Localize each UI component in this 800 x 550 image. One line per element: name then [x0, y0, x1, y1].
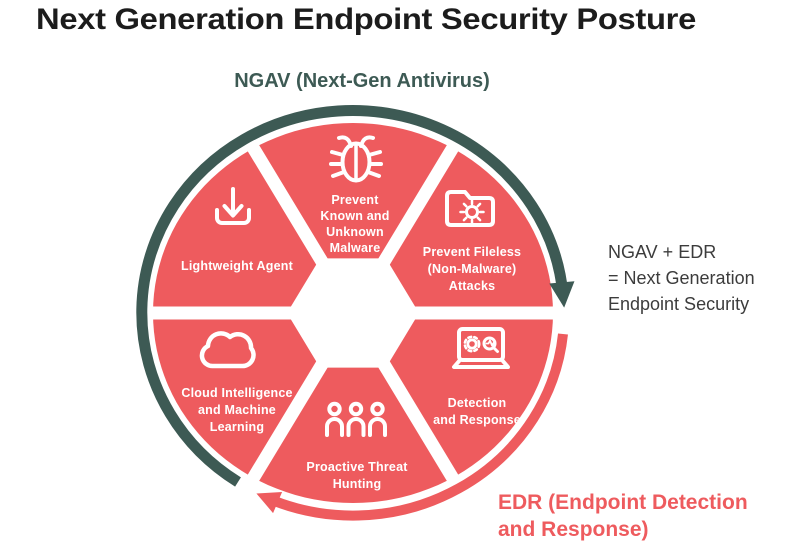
segment-label-line: Learning [210, 420, 264, 434]
segment-threat-hunting-label: Proactive Threat Hunting [306, 460, 408, 491]
security-wheel [148, 123, 558, 503]
laptop-analytics-icon [452, 327, 510, 369]
segment-label-line: Hunting [333, 477, 382, 491]
segment-label-line: Malware [330, 241, 381, 255]
segment-label-line: Prevent Fileless [423, 245, 521, 259]
segment-label-line: Known and [320, 209, 389, 223]
segment-prevent-malware-label: Prevent Known and Unknown Malware [320, 193, 389, 255]
segment-label-line: Attacks [449, 279, 496, 293]
wheel-hub [287, 258, 419, 368]
edr-arc-label-line: and Response) [498, 518, 649, 541]
equation-note-line: NGAV + EDR [608, 242, 716, 262]
page-title: Next Generation Endpoint Security Postur… [36, 3, 696, 36]
segment-dividers [148, 139, 558, 487]
ngav-arc-arrow [136, 105, 575, 487]
segment-label-line: Lightweight Agent [181, 259, 294, 273]
segment-prevent-fileless-label: Prevent Fileless (Non-Malware) Attacks [423, 245, 521, 293]
segment-cloud-intelligence-label: Cloud Intelligence and Machine Learning [181, 386, 292, 434]
equation-note-line: Endpoint Security [608, 294, 749, 314]
edr-arc-arrow [256, 333, 568, 521]
equation-note-line: = Next Generation [608, 268, 755, 288]
segment-label-line: and Response [433, 413, 521, 427]
team-icon [325, 401, 387, 437]
equation-note: NGAV + EDR = Next Generation Endpoint Se… [608, 242, 755, 314]
ngav-arc-label: NGAV (Next-Gen Antivirus) [234, 70, 490, 92]
segment-label-line: Detection [448, 396, 507, 410]
download-agent-icon [215, 187, 251, 225]
segment-label-line: and Machine [198, 403, 276, 417]
folder-virus-icon [445, 190, 495, 227]
cloud-icon [199, 331, 256, 369]
edr-arc-label-line: EDR (Endpoint Detection [498, 491, 748, 514]
segment-label-line: Unknown [326, 225, 384, 239]
bug-icon [329, 135, 383, 183]
segment-label-line: Prevent [331, 193, 379, 207]
segment-label-line: Cloud Intelligence [181, 386, 292, 400]
segment-label-line: Proactive Threat [306, 460, 408, 474]
segment-label-line: (Non-Malware) [428, 262, 517, 276]
edr-arc-label: EDR (Endpoint Detection and Response) [498, 491, 748, 541]
segment-detection-response-label: Detection and Response [433, 396, 521, 427]
segment-lightweight-agent-label: Lightweight Agent [181, 259, 294, 273]
